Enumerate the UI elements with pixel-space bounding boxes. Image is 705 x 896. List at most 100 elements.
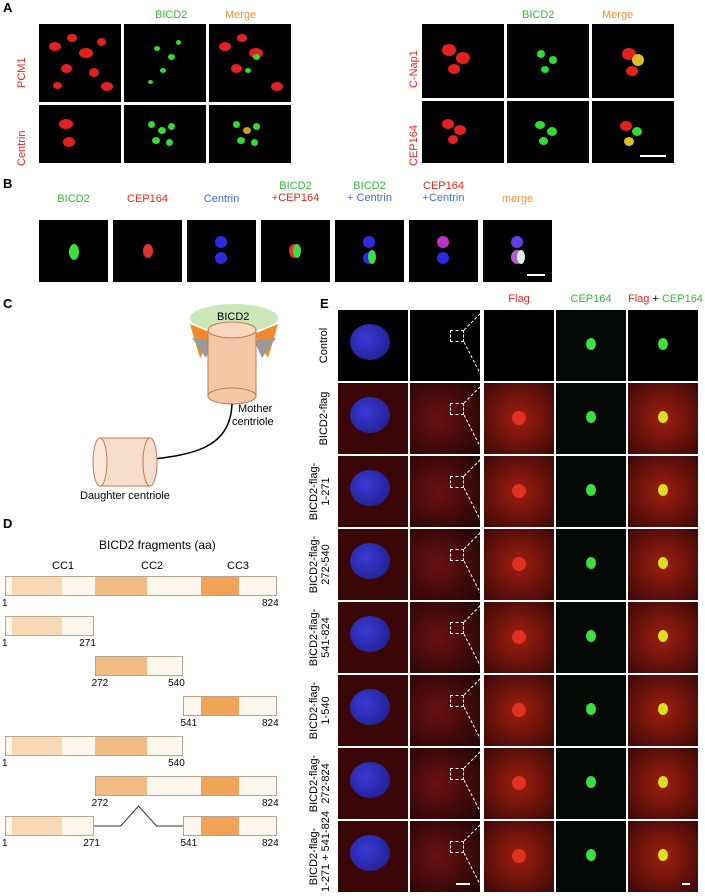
panel-a-row-label-cep164: CEP164 bbox=[408, 125, 420, 166]
panel-e-image-r1-c3 bbox=[556, 383, 626, 454]
panel-e-header-1: CEP164 bbox=[556, 293, 626, 305]
panel-b-header-part: BICD2 bbox=[57, 193, 90, 205]
panel-e-row-label-line: 1-271 bbox=[320, 477, 332, 506]
fragment-position-label: 541 bbox=[180, 838, 198, 849]
panel-b-header-part: +Centrin bbox=[422, 192, 465, 204]
fragment-position-label: 1 bbox=[2, 838, 8, 849]
merge-signal bbox=[658, 630, 668, 642]
cep164-signal bbox=[586, 411, 596, 423]
fragment-position-label: 540 bbox=[168, 678, 185, 689]
fragment-bar-4 bbox=[5, 736, 184, 756]
coiled-coil-domain bbox=[95, 777, 148, 795]
coiled-coil-domain bbox=[95, 657, 148, 675]
panel-b-header-3: BICD2+CEP164 bbox=[261, 180, 330, 204]
cep164-signal bbox=[586, 776, 596, 788]
zoom-connector-lines bbox=[464, 529, 484, 600]
panel-e-row-label-1: BICD2-flag bbox=[318, 383, 330, 454]
merge-signal bbox=[658, 484, 668, 496]
panel-e-row-label-line: BICD2-flag- bbox=[308, 754, 320, 813]
panel-d-label: D bbox=[3, 516, 13, 531]
panel-b-image-4 bbox=[335, 220, 404, 282]
panel-e-row-label-line: 1-271 + 541-824 bbox=[320, 810, 332, 892]
panel-e-header-part: Flag bbox=[628, 293, 650, 305]
panel-e-image-r7-c1 bbox=[410, 821, 480, 892]
fragment-position-label: 824 bbox=[262, 718, 279, 729]
zoom-region-box bbox=[450, 549, 464, 561]
panel-e-image-r3-c2 bbox=[484, 529, 554, 600]
panel-a-right-header-bicd2: BICD2 bbox=[522, 9, 555, 21]
panel-b-header-part: BICD2 bbox=[353, 180, 386, 192]
zoom-connector-lines bbox=[464, 675, 484, 746]
panel-a-row-label-pcm1: PCM1 bbox=[16, 57, 28, 88]
panel-e-image-r4-c4 bbox=[628, 602, 698, 673]
panel-e-image-r1-c0 bbox=[338, 383, 408, 454]
coiled-coil-domain bbox=[12, 617, 62, 635]
nucleus bbox=[350, 762, 390, 798]
panel-b-image-3 bbox=[261, 220, 330, 282]
panel-e-image-r2-c4 bbox=[628, 456, 698, 527]
deletion-linker bbox=[94, 805, 184, 827]
panel-e-row-label-7: BICD2-flag-1-271 + 541-824 bbox=[308, 810, 332, 892]
panel-a-centrin-merge-image bbox=[209, 105, 291, 163]
panel-e-image-r5-c3 bbox=[556, 675, 626, 746]
panel-e-row-label-2: BICD2-flag-1-271 bbox=[308, 456, 332, 527]
zoom-connector-lines bbox=[464, 602, 484, 673]
panel-a-cnap1-merge-image bbox=[592, 24, 674, 98]
panel-b-header-part: Centrin bbox=[203, 193, 240, 205]
fragment-position-label: 541 bbox=[180, 718, 198, 729]
coiled-coil-domain bbox=[200, 577, 239, 595]
panel-e-row-label-line: 272-540 bbox=[320, 544, 332, 585]
panel-b-header-0: BICD2 bbox=[39, 193, 108, 205]
panel-e-image-r6-c0 bbox=[338, 748, 408, 819]
panel-a-row-label-centrin: Centrin bbox=[16, 130, 28, 166]
coiled-coil-domain bbox=[12, 577, 62, 595]
panel-e-header-part: CEP164 bbox=[570, 293, 612, 305]
fragment-position-label: 1 bbox=[2, 598, 8, 609]
merge-signal bbox=[658, 849, 668, 861]
panel-b-label: B bbox=[3, 176, 13, 191]
nucleus bbox=[350, 470, 390, 506]
panel-e-image-r3-c4 bbox=[628, 529, 698, 600]
cep164-signal bbox=[586, 630, 596, 642]
panel-e-row-label-line: BICD2-flag- bbox=[308, 827, 320, 886]
zoom-region-box bbox=[450, 841, 464, 853]
fragment-position-label: 272 bbox=[91, 798, 109, 809]
panel-e-row-label-line: BICD2-flag- bbox=[308, 535, 320, 594]
panel-b-header-part: CEP164 bbox=[127, 193, 168, 205]
panel-e-image-r1-c1 bbox=[410, 383, 480, 454]
panel-e-image-r0-c1 bbox=[410, 310, 480, 381]
panel-e-header-part: CEP164 bbox=[661, 293, 703, 305]
panel-e-row-label-4: BICD2-flag-541-824 bbox=[308, 602, 332, 673]
panel-e-row-label-line: BICD2-flag bbox=[318, 391, 330, 446]
panel-a-cep164-image bbox=[422, 101, 504, 163]
panel-b-header-2: Centrin bbox=[187, 193, 256, 205]
fragment-position-label: 824 bbox=[262, 598, 279, 609]
fragment-bar-3 bbox=[183, 696, 277, 716]
panel-b-header-4: BICD2+ Centrin bbox=[335, 180, 404, 204]
panel-e-row-label-line: BICD2-flag- bbox=[308, 462, 320, 521]
panel-b-header-1: CEP164 bbox=[113, 193, 182, 205]
nucleus bbox=[350, 616, 390, 652]
panel-e-image-r2-c2 bbox=[484, 456, 554, 527]
fragment-bar-2 bbox=[94, 656, 184, 676]
panel-e-image-r2-c3 bbox=[556, 456, 626, 527]
coiled-coil-domain bbox=[200, 817, 239, 835]
nucleus bbox=[350, 689, 390, 725]
panel-e-image-r2-c0 bbox=[338, 456, 408, 527]
panel-e-label: E bbox=[320, 296, 329, 311]
daughter-centriole bbox=[99, 437, 151, 487]
panel-e-image-r7-c3 bbox=[556, 821, 626, 892]
coiled-coil-domain bbox=[12, 737, 62, 755]
nucleus bbox=[350, 324, 390, 360]
panel-e-image-r3-c0 bbox=[338, 529, 408, 600]
panel-b-header-part: merge bbox=[501, 193, 534, 205]
panel-b-image-0 bbox=[39, 220, 108, 282]
cep164-signal bbox=[586, 849, 596, 861]
zoom-region-box bbox=[450, 330, 464, 342]
fragment-position-label: 1 bbox=[2, 758, 8, 769]
zoom-region-box bbox=[450, 768, 464, 780]
panel-e-image-r7-c0 bbox=[338, 821, 408, 892]
fragment-position-label: 271 bbox=[83, 838, 100, 849]
panel-a-scale-bar bbox=[640, 155, 666, 157]
panel-b-header-part: + Centrin bbox=[347, 192, 392, 204]
